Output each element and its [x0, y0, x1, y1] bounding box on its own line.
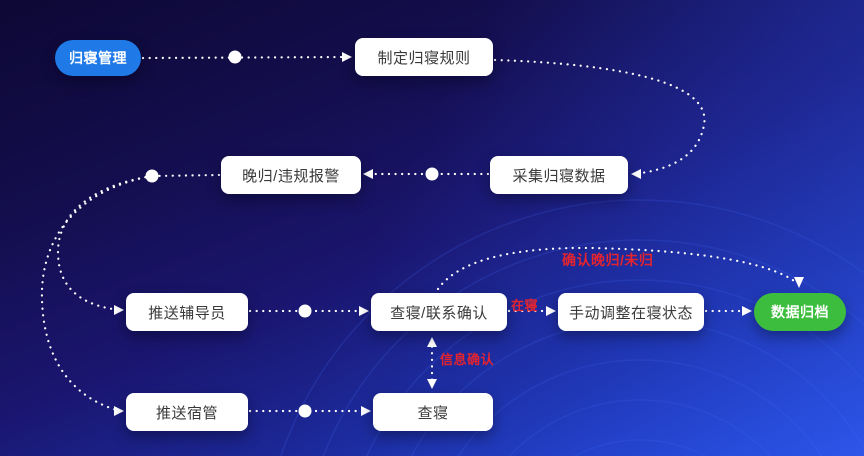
arrowhead-up-checkconfirm — [427, 337, 437, 347]
node-manual-adjust-status: 手动调整在寝状态 — [558, 293, 704, 331]
edge-label-confirm-late: 确认晚归/未归 — [562, 252, 654, 268]
node-start: 归寝管理 — [55, 40, 141, 76]
edge-alarm-trunk — [150, 173, 221, 178]
node-push-counselor: 推送辅导员 — [126, 293, 248, 331]
arrowhead-into-archive — [742, 306, 752, 316]
arrowheads — [114, 52, 804, 416]
edge-label-info-confirm: 信息确认 — [440, 352, 495, 367]
edge-to-counselor — [56, 174, 154, 312]
connector-dot — [425, 167, 439, 181]
node-collect-data: 采集归寝数据 — [490, 156, 628, 194]
edge-to-dormmgr — [40, 174, 154, 413]
node-make-rules: 制定归寝规则 — [355, 38, 493, 76]
edge-start-rules — [141, 55, 354, 60]
arrowhead-into-collect — [631, 169, 641, 179]
edge-label-in-dorm: 在寝 — [511, 298, 539, 313]
connector-dot — [298, 404, 312, 418]
connector-dot — [298, 304, 312, 318]
dotted-edges — [40, 55, 799, 413]
arrowhead-into-adjust — [546, 306, 556, 316]
node-data-archive: 数据归档 — [754, 293, 846, 331]
arrowhead-down-check — [427, 379, 437, 389]
arrowhead-into-counselor — [114, 305, 124, 315]
connector-dots — [145, 50, 439, 418]
connector-dot — [145, 169, 159, 183]
node-check-contact-confirm: 查寝/联系确认 — [371, 293, 507, 331]
arrowhead-into-dormmgr — [114, 406, 124, 416]
arrowhead-into-archive-top — [794, 277, 804, 288]
arrowhead-into-alarm — [363, 169, 373, 179]
arrowhead-into-check — [361, 406, 371, 416]
node-push-dorm-manager: 推送宿管 — [126, 393, 248, 431]
node-violation-alarm: 晚归/违规报警 — [221, 156, 361, 194]
connector-dot — [228, 50, 242, 64]
arrowhead-into-checkconfirm — [359, 306, 369, 316]
arrowhead-into-rules — [342, 52, 352, 62]
edge-checkconfirm-archive — [436, 246, 799, 291]
node-check-dorm: 查寝 — [373, 393, 493, 431]
